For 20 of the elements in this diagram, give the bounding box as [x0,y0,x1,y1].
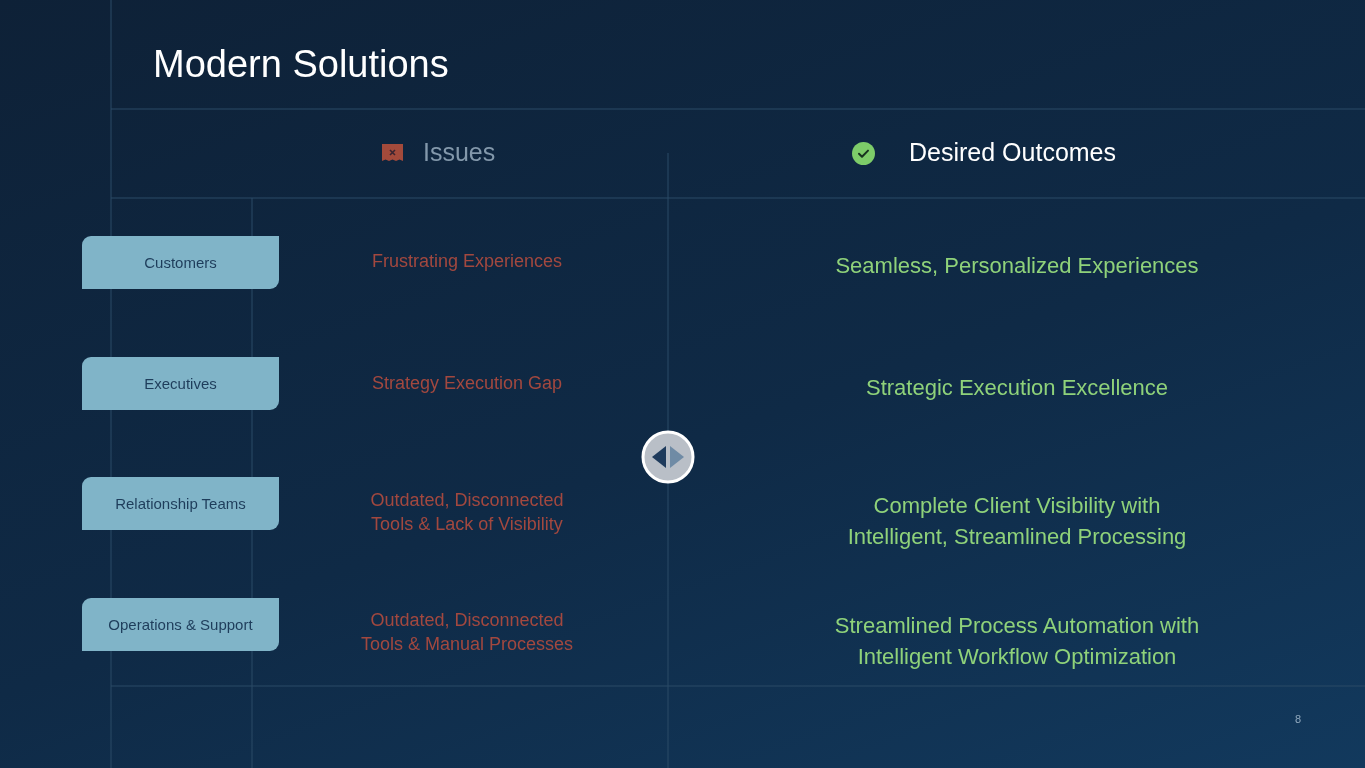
outcome-text: Strategic Execution Excellence [864,373,1170,402]
outcome-text: Complete Client Visibility with Intelligent, Streamlined Processing [846,492,1188,551]
outcome-text: Streamlined Process Automation with Intelligent Workflow Optimization [833,612,1201,671]
category-tab [82,598,279,651]
category-tab [82,477,279,530]
page-number: 8 [1295,713,1302,725]
category-tab [82,236,279,289]
column-header: Issues [423,139,496,167]
slide-title: Modern Solutions [153,44,449,86]
issue-text: Outdated, Disconnected Tools & Lack of Visibility [369,489,565,536]
tab-label: Executives [144,375,217,392]
outcome-text: Seamless, Personalized Experiences [834,251,1200,280]
tab-label: Operations & Support [108,616,253,633]
tab-label: Relationship Teams [115,495,246,512]
issue-text: Outdated, Disconnected Tools & Manual Processes [359,609,575,656]
category-tab [82,357,279,410]
tab-label: Customers [144,254,217,271]
issue-text: Strategy Execution Gap [370,372,564,395]
issue-text: Frustrating Experiences [370,250,564,273]
column-header: Desired Outcomes [909,139,1117,167]
